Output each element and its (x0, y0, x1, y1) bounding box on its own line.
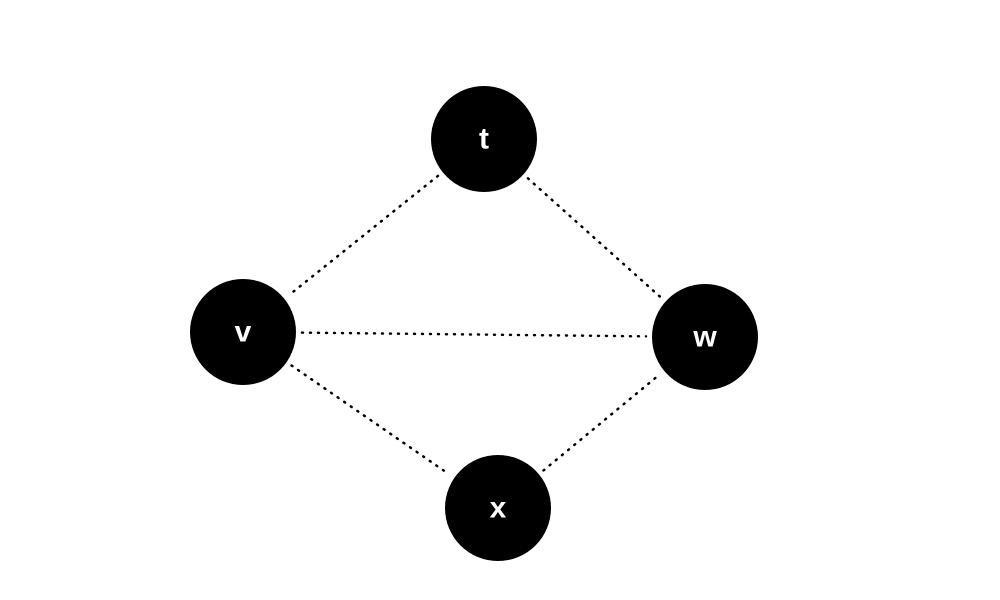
node-label-x: x (490, 492, 507, 525)
edge-v-x (290, 364, 451, 476)
node-w: w (652, 284, 758, 390)
edge-t-w (526, 177, 663, 299)
node-circle-t (431, 86, 537, 192)
node-x: x (445, 455, 551, 561)
edge-t-v (287, 174, 440, 297)
node-circle-x (445, 455, 551, 561)
node-circle-v (190, 279, 296, 385)
edge-layer (287, 174, 663, 476)
node-label-t: t (479, 123, 489, 156)
edge-v-w (300, 331, 648, 338)
node-circle-w (652, 284, 758, 390)
node-v: v (190, 279, 296, 385)
node-t: t (431, 86, 537, 192)
node-layer: t v w x (190, 86, 758, 561)
edge-x-w (542, 373, 661, 472)
node-label-w: w (692, 321, 717, 354)
node-label-v: v (235, 316, 252, 349)
